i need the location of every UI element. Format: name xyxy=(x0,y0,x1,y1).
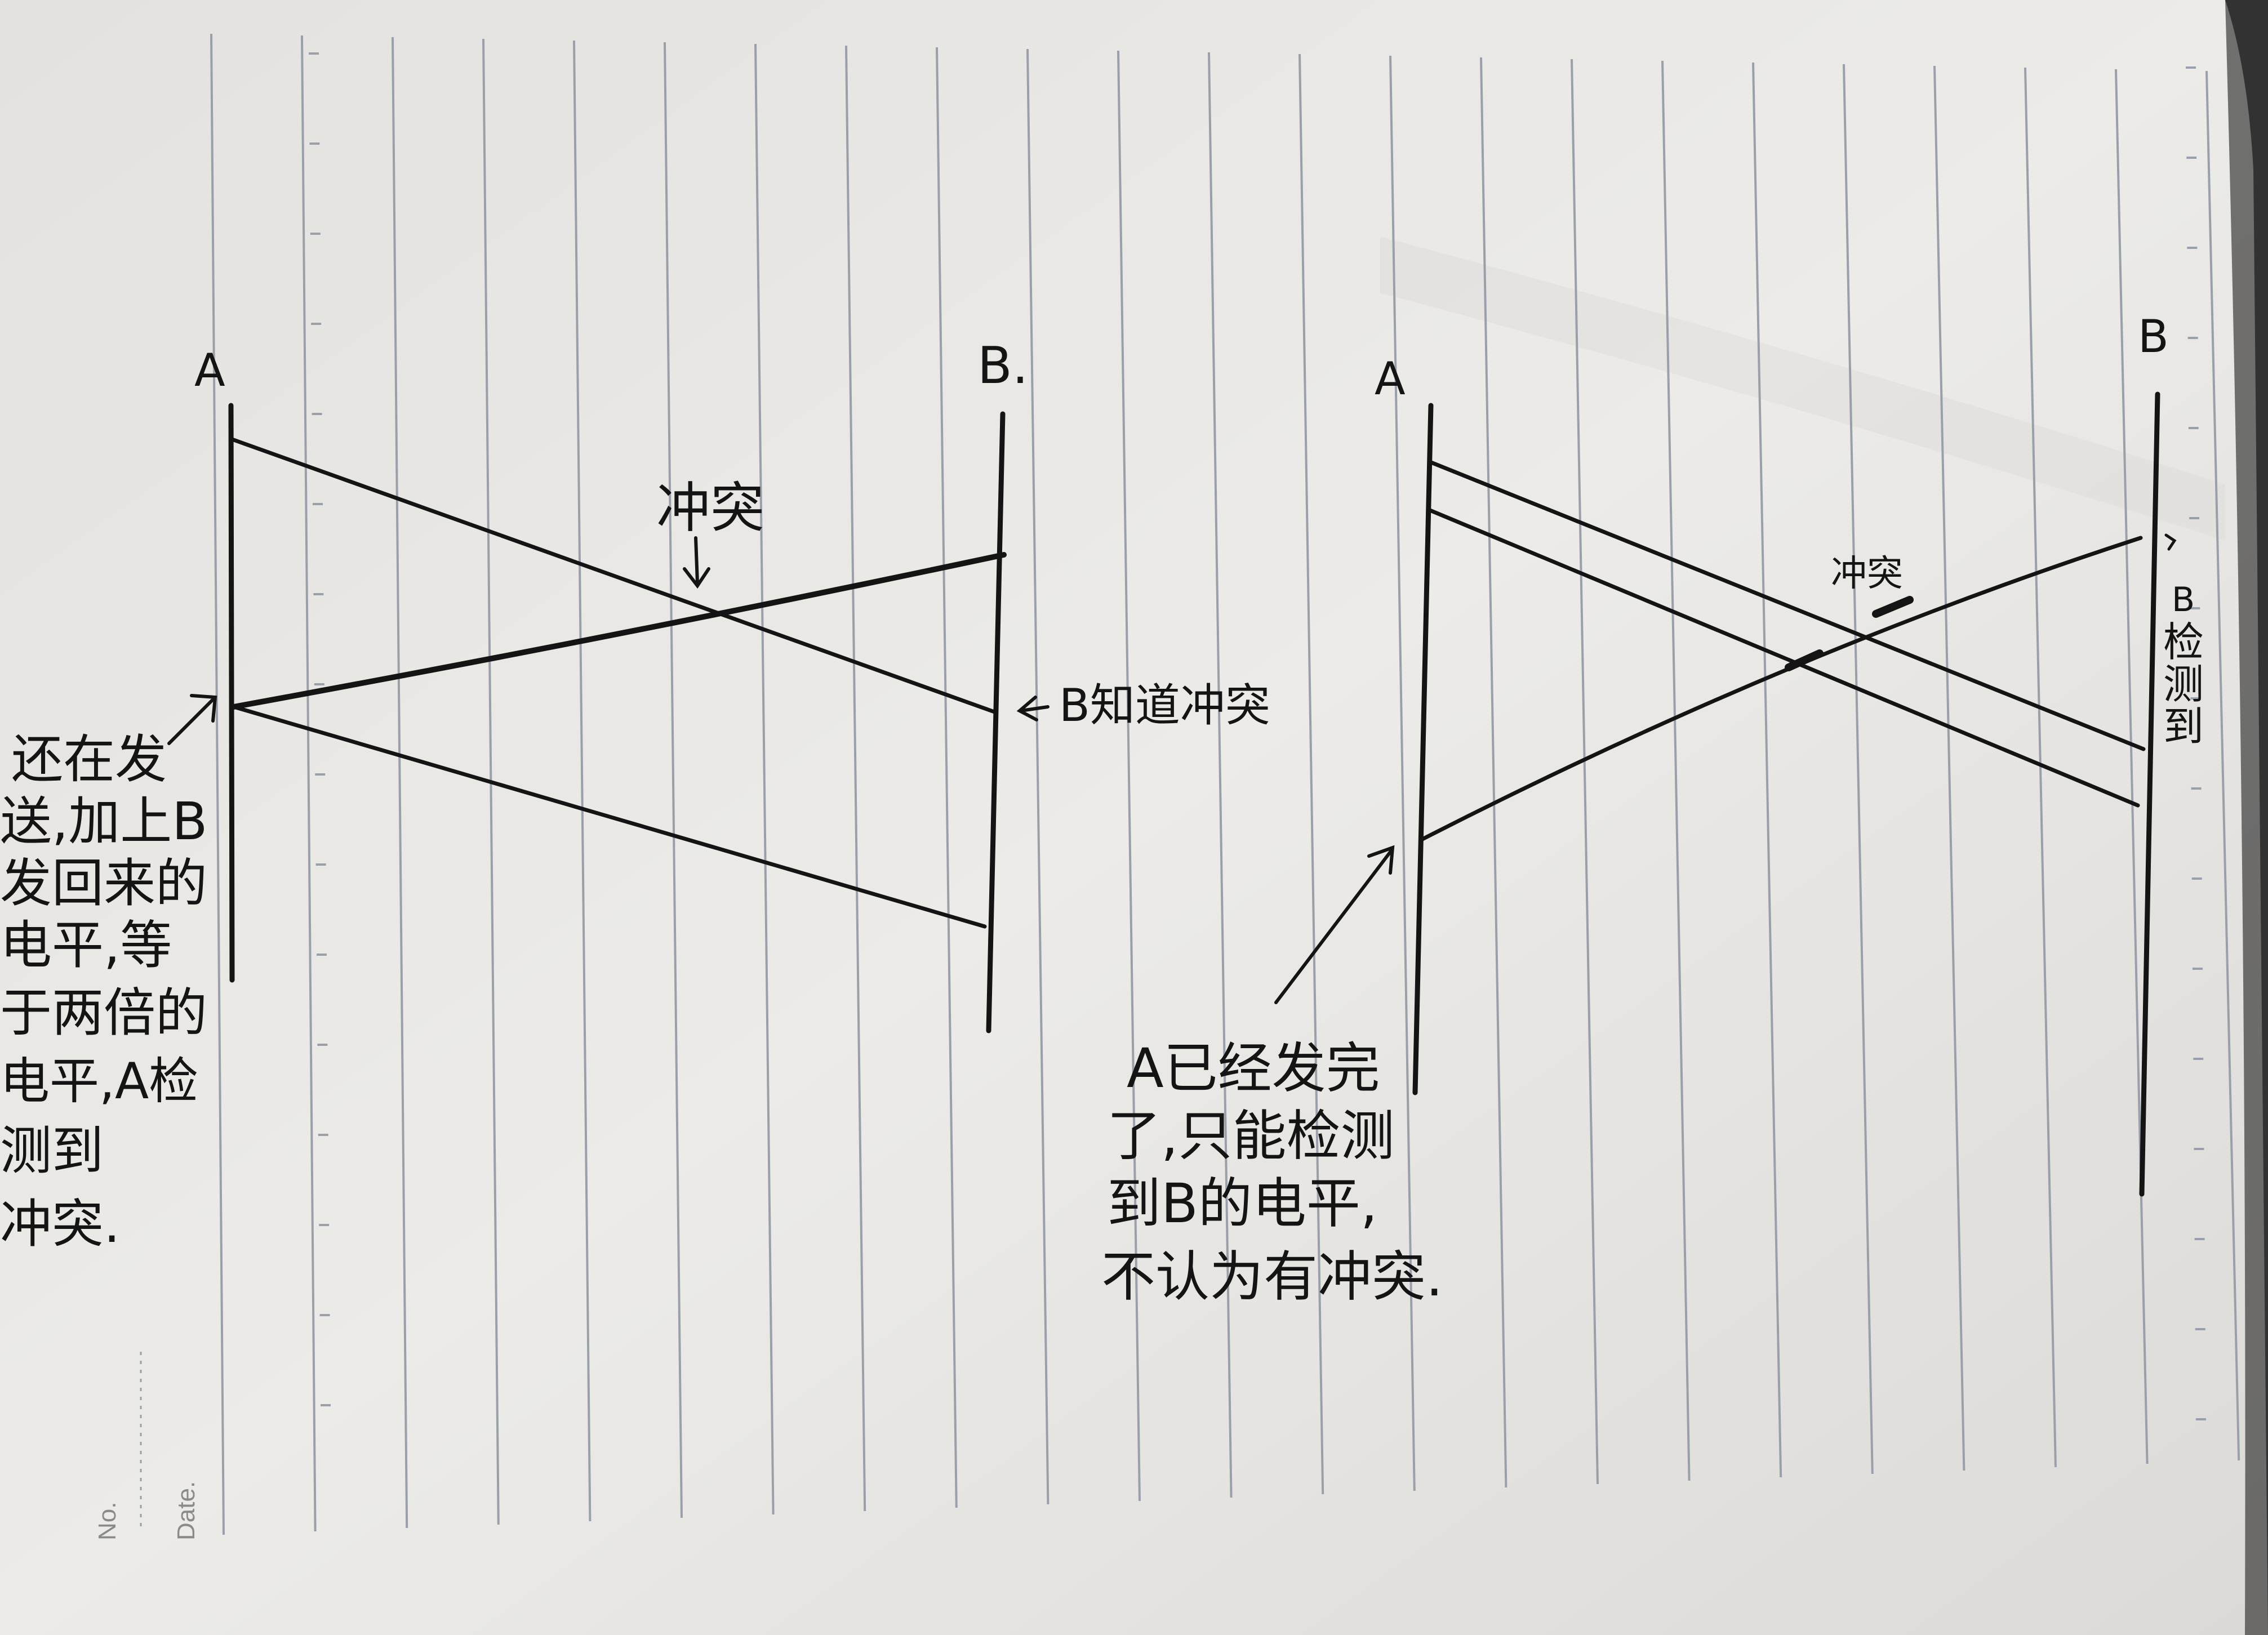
right-b-detect-line: 测 xyxy=(2163,661,2204,708)
ruled-line xyxy=(845,45,866,1512)
ruled-line xyxy=(210,33,225,1535)
right-station-a-line xyxy=(1412,403,1434,1095)
ruled-line xyxy=(573,40,592,1522)
right-b-detect-line: B xyxy=(2172,580,2195,620)
left-signal-a-to-b-2 xyxy=(232,705,987,929)
right-node-a-label: A xyxy=(1375,353,1406,405)
paper-fold-shadow xyxy=(1380,237,2225,541)
right-note-arrow xyxy=(1274,845,1395,1004)
page-edge-shadow xyxy=(2225,0,2268,1635)
left-station-b-line xyxy=(986,411,1006,1033)
ruled-line xyxy=(2205,70,2240,1461)
left-collision-arrow xyxy=(683,536,710,589)
ruled-line xyxy=(392,37,408,1529)
ruled-line xyxy=(1208,52,1233,1498)
left-station-a-line xyxy=(228,403,235,983)
ruled-line xyxy=(1571,59,1599,1485)
ruled-line xyxy=(754,43,775,1515)
right-signal-a-to-b-1 xyxy=(1427,460,2146,751)
ruled-line xyxy=(1389,55,1416,1491)
left-signal-b-to-a xyxy=(231,552,1007,710)
ruled-lines xyxy=(210,33,2240,1535)
left-node-b-label: B. xyxy=(977,336,1028,395)
left-node-a-label: A xyxy=(194,344,225,397)
left-note-line: 还在发 xyxy=(11,729,167,790)
right-note-line: 到B的电平, xyxy=(1107,1172,1377,1235)
right-collision-label: 冲突 xyxy=(1831,553,1903,595)
left-b-detect-label: B知道冲突 xyxy=(1059,679,1270,732)
right-b-detect-line: 到 xyxy=(2163,703,2204,750)
right-signal-overlap xyxy=(1785,596,1914,671)
right-diagram xyxy=(1274,391,2177,1197)
ruled-line xyxy=(936,47,958,1508)
right-b-detect-line: 检 xyxy=(2163,618,2204,666)
left-note-arrow xyxy=(167,694,217,745)
left-collision-label: 冲突 xyxy=(656,476,764,540)
ruled-line xyxy=(301,35,317,1532)
ruled-line xyxy=(1480,57,1507,1488)
ruled-line xyxy=(664,42,683,1518)
right-node-b-label: B xyxy=(2138,310,2169,363)
right-signal-a-to-b-2 xyxy=(1426,507,2140,808)
ruled-line xyxy=(1933,65,1965,1471)
left-b-detect-arrow xyxy=(1016,696,1049,721)
left-note-line: 测到 xyxy=(0,1121,104,1181)
left-signal-a-to-b-1 xyxy=(230,437,998,715)
ruled-line xyxy=(1843,64,1874,1474)
ruled-line xyxy=(2024,67,2057,1468)
right-b-detect-arrow xyxy=(2164,533,2177,551)
right-signal-b-to-a xyxy=(1420,536,2143,841)
right-station-b-line xyxy=(2139,391,2160,1197)
margin-label-date: Date. xyxy=(172,1481,200,1540)
left-diagram xyxy=(167,403,1049,1033)
left-note-line: 电平,A检 xyxy=(0,1052,198,1110)
right-note-line: 了,只能检测 xyxy=(1107,1104,1395,1168)
ruled-line xyxy=(1026,48,1049,1505)
right-note-line: 不认为有冲突. xyxy=(1101,1245,1443,1308)
margin-ticks xyxy=(309,52,2206,1420)
left-note-line: 发回来的 xyxy=(0,853,207,914)
left-note-line: 冲突. xyxy=(0,1194,120,1254)
ruled-line xyxy=(2115,69,2149,1464)
left-note-line: 于两倍的 xyxy=(0,983,207,1043)
ruled-line xyxy=(1117,50,1141,1502)
left-note-line: 送,加上B xyxy=(0,791,207,852)
margin-label-no: No. xyxy=(94,1502,121,1540)
left-note: 还在发 送,加上B 发回来的 电平,等 于两倍的 电平,A检 测到 冲突. xyxy=(0,729,207,1254)
ruled-line xyxy=(1298,54,1324,1495)
right-note-line: A已经发完 xyxy=(1127,1037,1380,1100)
ruled-line xyxy=(1661,60,1691,1481)
right-note: A已经发完 了,只能检测 到B的电平, 不认为有冲突. xyxy=(1101,1037,1443,1308)
left-note-line: 电平,等 xyxy=(0,915,172,975)
right-b-detect-note: B 检 测 到 xyxy=(2163,580,2204,750)
ruled-line xyxy=(1752,62,1782,1478)
